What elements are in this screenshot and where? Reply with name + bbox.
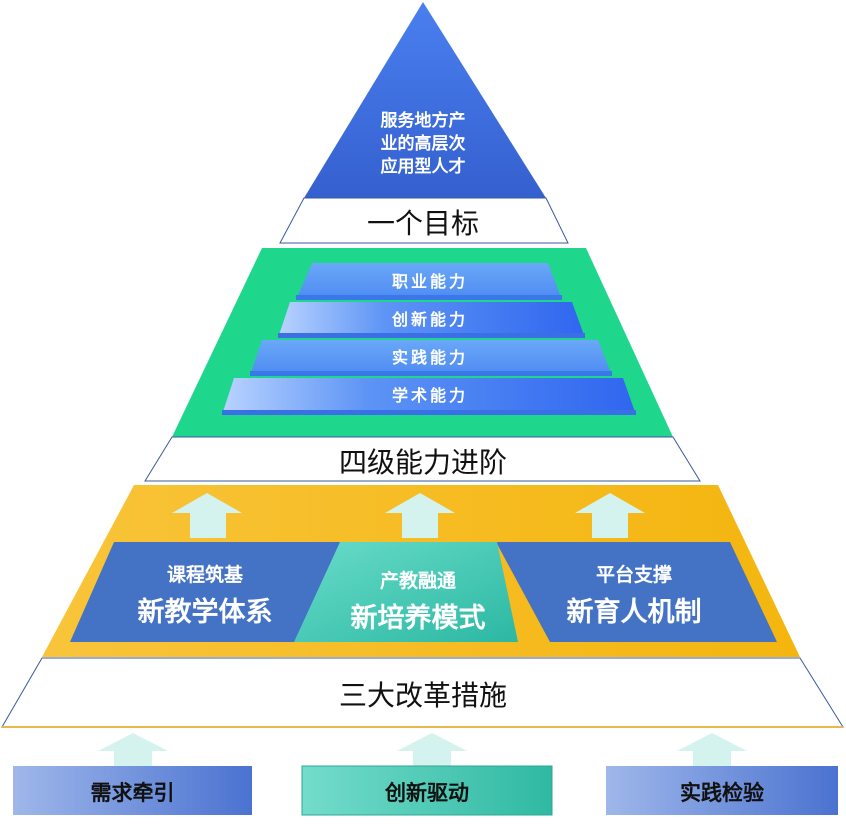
driver-label: 实践检验 — [680, 781, 764, 805]
reform-box-platform — [496, 542, 777, 642]
up-arrow-icon — [385, 493, 455, 538]
ability-level-label: 实践能力 — [391, 348, 468, 367]
ability-steps — [222, 263, 636, 415]
ability-step-3 — [250, 340, 612, 376]
ability-step-2-edge — [278, 333, 585, 338]
goal-line: 业的高层次 — [380, 134, 466, 154]
reform-subtitle: 新育人机制 — [566, 597, 702, 628]
ability-step-4-edge — [222, 410, 636, 415]
driver-label: 需求牵引 — [90, 781, 175, 805]
up-arrow-icon — [575, 493, 645, 538]
driver-box-innovation — [301, 765, 553, 816]
reform-title: 产教融通 — [379, 570, 456, 592]
ability-level-label: 学术能力 — [391, 386, 468, 405]
up-arrow-icon — [98, 733, 168, 766]
reform-arrows — [172, 493, 645, 538]
ability-step-3-edge — [250, 371, 612, 376]
ability-step-2 — [278, 302, 585, 338]
goal-band-label: 一个目标 — [366, 207, 479, 240]
driver-box-demand — [13, 766, 252, 815]
goal-line: 服务地方产 — [380, 111, 466, 131]
reform-box-industry — [294, 542, 518, 642]
driver-arrows — [98, 733, 747, 766]
goal-band — [279, 197, 569, 244]
ability-step-1 — [296, 263, 562, 300]
ability-step-4 — [222, 378, 636, 415]
ability-level-label: 职业能力 — [391, 272, 468, 291]
ability-level-label: 创新能力 — [391, 310, 468, 329]
ability-step-1-edge — [296, 295, 562, 300]
up-arrow-icon — [172, 493, 242, 538]
reform-subtitle: 新培养模式 — [350, 603, 486, 634]
reform-title: 课程筑基 — [166, 564, 243, 586]
goal-description: 服务地方产 业的高层次 应用型人才 — [343, 110, 503, 179]
up-arrow-icon — [677, 733, 747, 766]
up-arrow-icon — [397, 733, 467, 766]
reform-band-label: 三大改革措施 — [338, 679, 507, 712]
ability-band-label: 四级能力进阶 — [338, 446, 507, 479]
driver-box-practice — [606, 766, 838, 815]
reform-box-curriculum — [70, 542, 342, 642]
reform-title: 平台支撑 — [595, 564, 672, 586]
goal-line: 应用型人才 — [380, 157, 466, 177]
reform-subtitle: 新教学体系 — [137, 597, 273, 628]
driver-label: 创新驱动 — [385, 781, 469, 805]
ability-band — [144, 436, 701, 482]
goal-triangle — [304, 2, 546, 198]
